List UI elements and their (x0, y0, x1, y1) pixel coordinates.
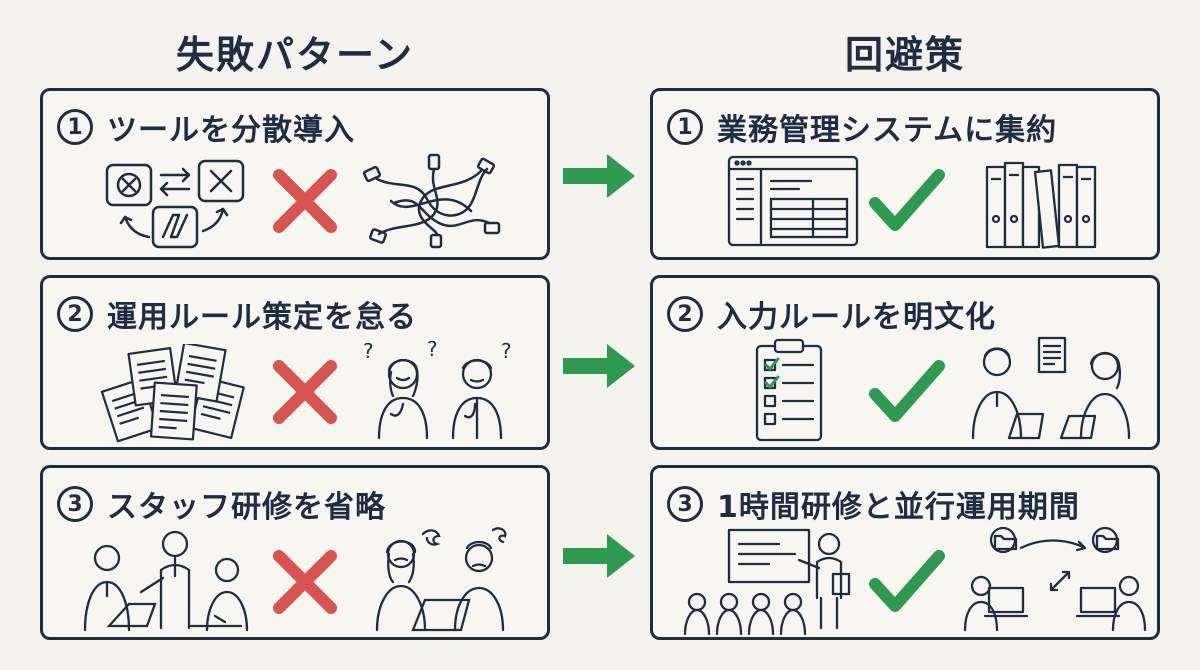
check-icon (867, 356, 947, 428)
number-badge: 2 (667, 296, 703, 332)
svg-text:?: ? (501, 339, 512, 363)
cross-icon (269, 356, 341, 428)
solution-card-1: 1 業務管理システムに集約 (650, 88, 1160, 260)
failure-card-3: 3 スタッフ研修を省略 (40, 465, 550, 640)
arrow-right-icon (563, 342, 637, 394)
number-badge: 1 (667, 109, 703, 145)
cross-icon (269, 546, 341, 618)
failure-title-1: ツールを分散導入 (107, 113, 355, 148)
scattered-apps-icon (103, 159, 253, 251)
arrow-right-icon (563, 532, 637, 584)
failure-card-1: 1 ツールを分散導入 (40, 88, 550, 260)
tangled-cables-icon (361, 151, 511, 251)
confused-people-icon: ? ? ? (361, 338, 521, 442)
training-session-icon (683, 528, 863, 636)
check-icon (867, 165, 947, 237)
svg-text:?: ? (427, 338, 438, 361)
scattered-documents-icon (99, 344, 249, 444)
number-badge: 2 (57, 296, 93, 332)
office-people-icon (79, 530, 259, 634)
arrow-right-icon (563, 152, 637, 204)
check-icon (867, 546, 947, 618)
management-system-window-icon (727, 155, 859, 247)
binders-icon (983, 157, 1099, 249)
solution-title-1: 業務管理システムに集約 (717, 113, 1058, 148)
solution-card-3: 3 1時間研修と並行運用期間 (650, 465, 1160, 640)
failure-column-title: 失敗パターン (175, 33, 415, 77)
svg-text:?: ? (363, 339, 374, 363)
number-badge: 3 (57, 486, 93, 522)
failure-title-3: スタッフ研修を省略 (107, 490, 386, 525)
number-badge: 3 (667, 486, 703, 522)
failure-title-2: 運用ルール策定を怠る (107, 300, 417, 335)
solution-title-3: 1時間研修と並行運用期間 (717, 490, 1080, 525)
checklist-clipboard-icon (753, 338, 825, 442)
cross-icon (269, 165, 341, 237)
solution-title-2: 入力ルールを明文化 (717, 300, 996, 335)
solution-card-2: 2 入力ルールを明文化 (650, 275, 1160, 450)
solution-column-title: 回避策 (844, 33, 965, 77)
parallel-operation-icon (959, 526, 1149, 634)
failure-card-2: 2 運用ルール策定を怠る ? ? ? (40, 275, 550, 450)
number-badge: 1 (57, 109, 93, 145)
stressed-staff-icon (365, 526, 525, 634)
staff-with-laptops-icon (969, 334, 1139, 442)
